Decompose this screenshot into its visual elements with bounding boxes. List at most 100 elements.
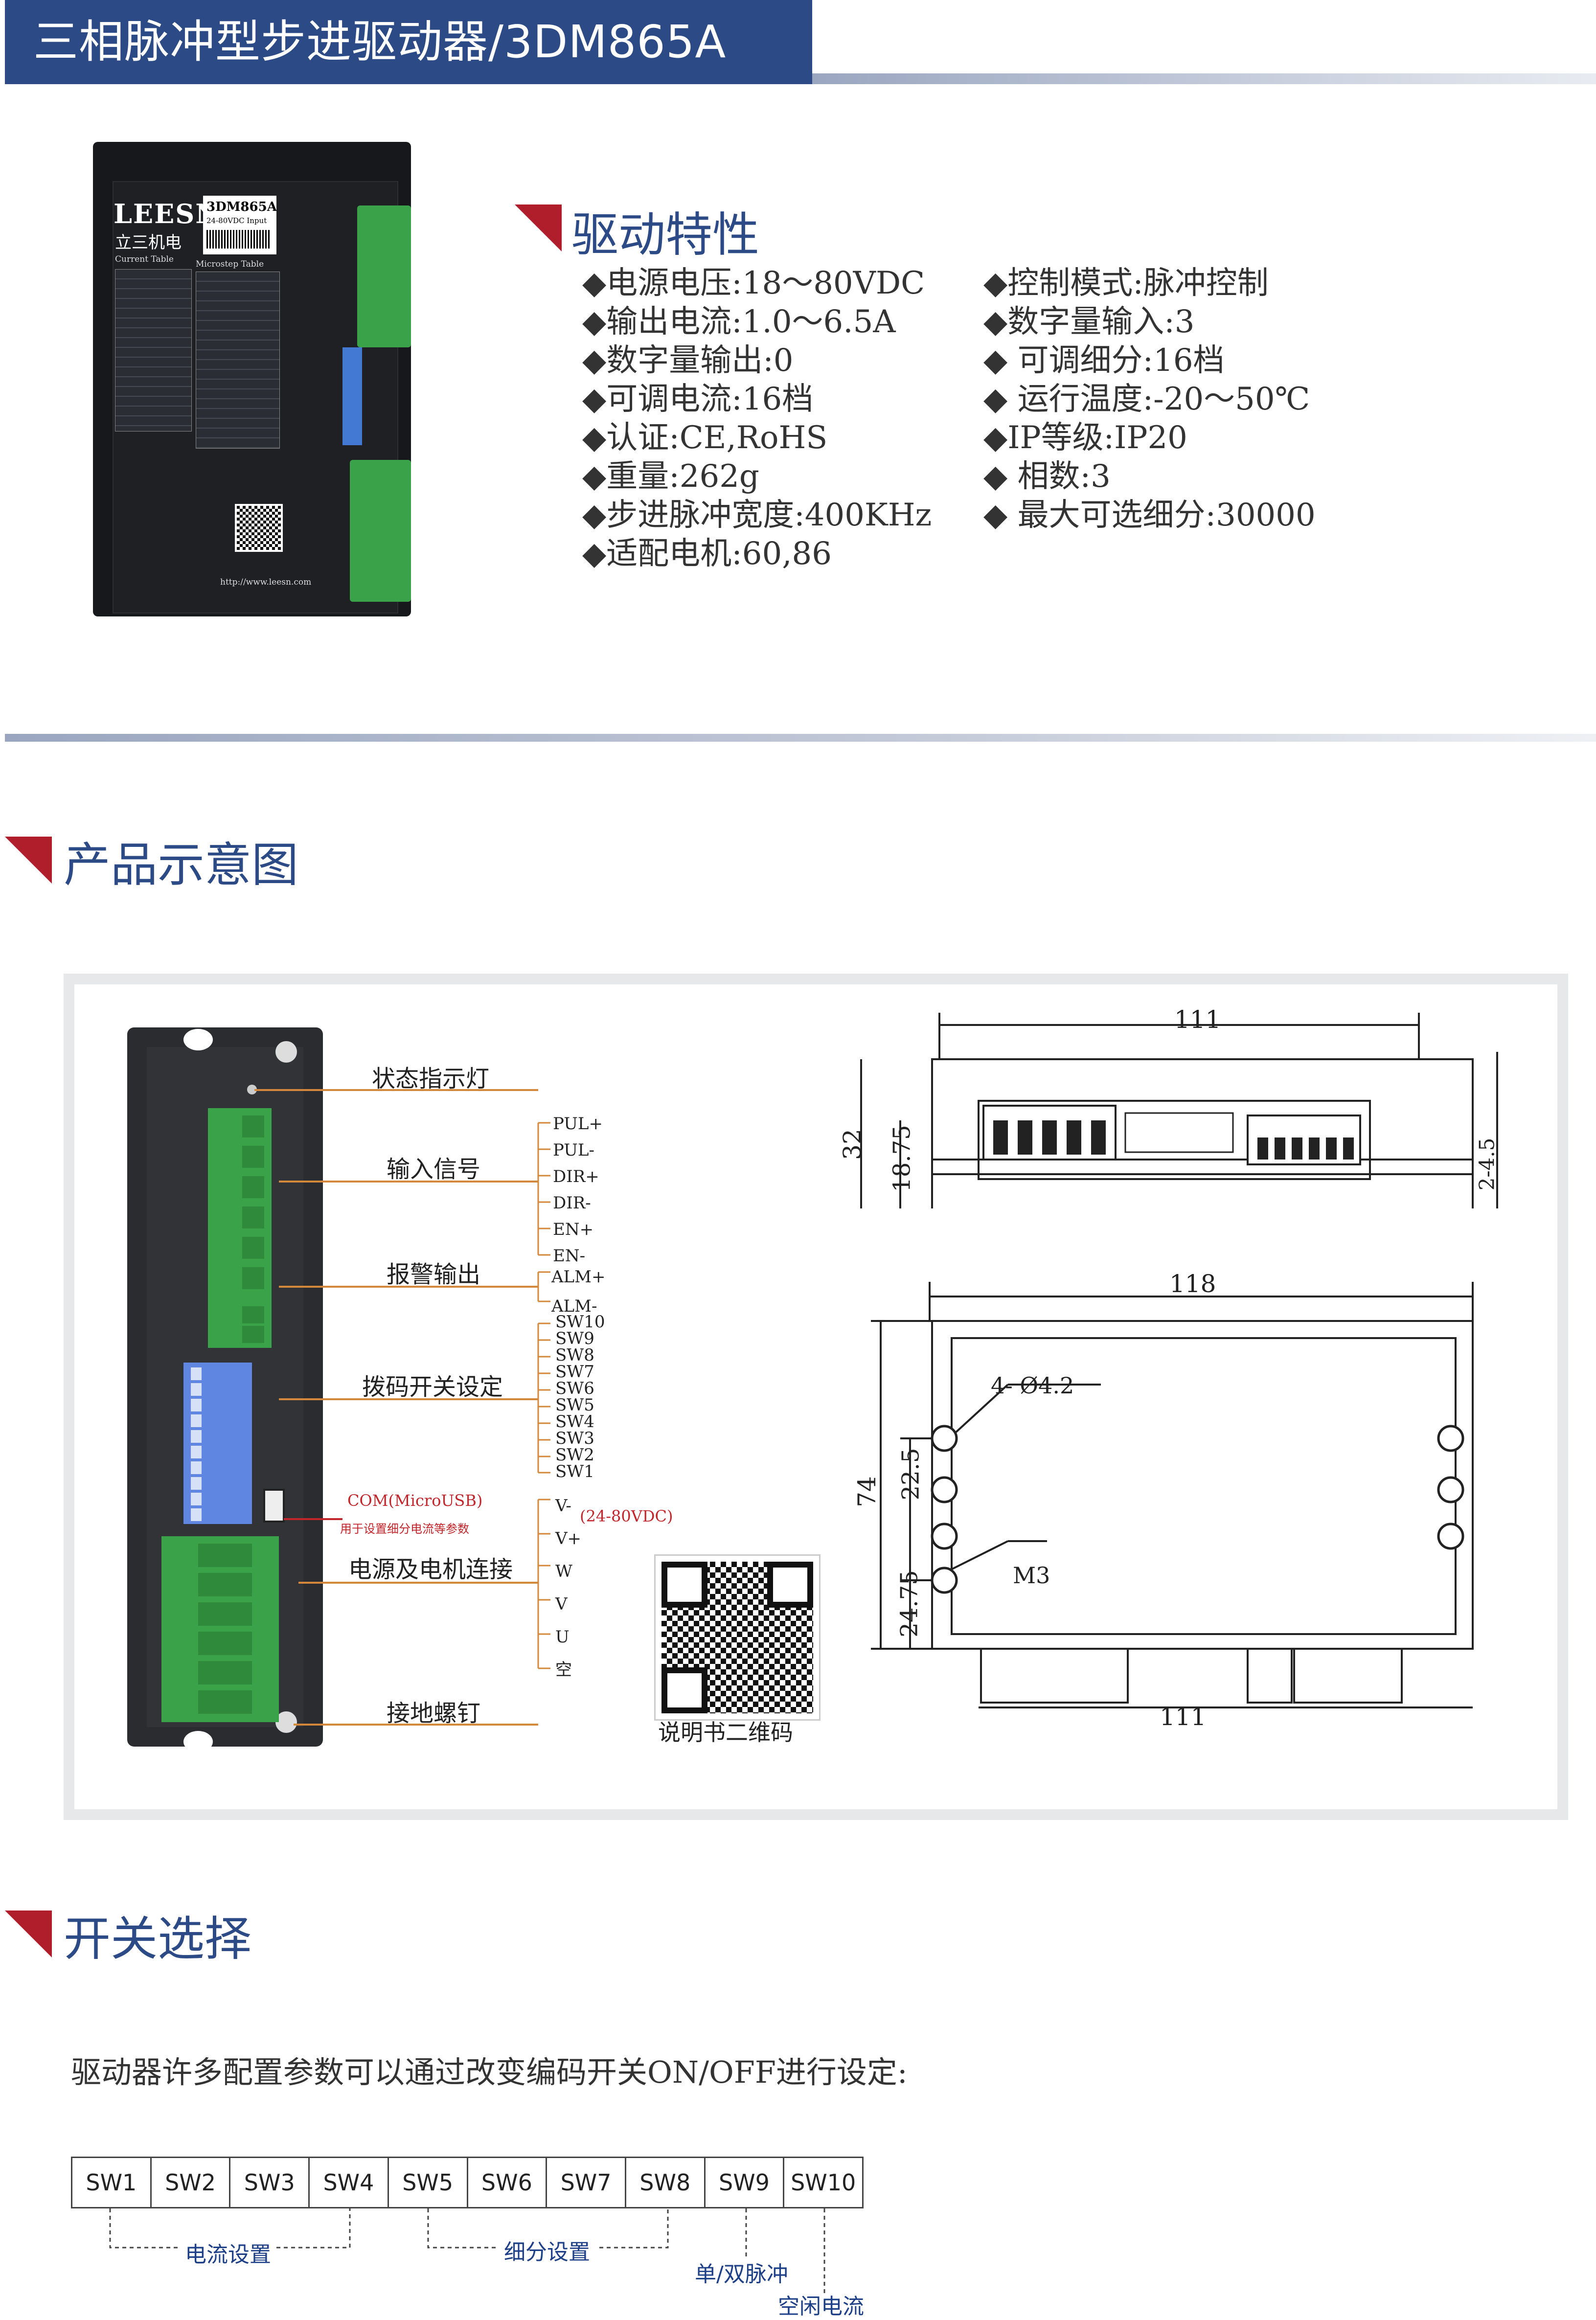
pin-label: SW5: [555, 1395, 594, 1415]
dim-bottom-width: 111: [1160, 1703, 1207, 1731]
qr-code-small: [235, 504, 283, 552]
switch-cell: SW10: [791, 2169, 856, 2196]
label-status-led: 状态指示灯: [372, 1065, 490, 1092]
group-current: 电流设置: [185, 2242, 271, 2267]
feature-item: ◆数字量输入:3: [983, 304, 1195, 340]
features-right: ◆控制模式:脉冲控制 ◆数字量输入:3 ◆ 可调细分:16档 ◆ 运行温度:-2…: [983, 264, 1316, 535]
input-label: 24-80VDC Input: [206, 216, 267, 225]
pin-label: SW7: [555, 1362, 594, 1382]
switch-cell: SW4: [310, 2158, 389, 2207]
pin-label: DIR-: [553, 1193, 591, 1213]
current-table: [115, 269, 192, 432]
pin-label: SW1: [555, 1462, 594, 1481]
switch-cell: SW8: [626, 2158, 706, 2207]
brand-cn: 立三机电: [115, 233, 182, 252]
dim-h245: 2-4.5: [1475, 1137, 1499, 1191]
dim-m3: M3: [1013, 1562, 1050, 1589]
label-com: COM(MicroUSB): [347, 1491, 483, 1510]
dim-h74: 74: [852, 1476, 881, 1507]
microstep-table: [196, 272, 280, 449]
feature-item: ◆步进脉冲宽度:400KHz: [582, 497, 932, 533]
label-alarm-output: 报警输出: [387, 1261, 481, 1288]
input-pins: PUL+ PUL- DIR+ DIR- EN+ EN-: [553, 1111, 603, 1269]
diagram-marker: [5, 837, 52, 884]
features-left: ◆电源电压:18～80VDC ◆输出电流:1.0～6.5A ◆数字量输出:0 ◆…: [582, 264, 932, 573]
feature-item: ◆ 相数:3: [983, 458, 1111, 495]
switch-description: 驱动器许多配置参数可以通过改变编码开关ON/OFF进行设定:: [71, 2054, 908, 2090]
pin-label: DIR+: [553, 1167, 599, 1186]
microstep-table-label: Microstep Table: [196, 259, 264, 269]
pin-label: 空: [555, 1660, 572, 1680]
switch-cell: SW9: [706, 2158, 785, 2207]
pin-label: SW2: [555, 1445, 594, 1465]
feature-item: ◆ 最大可选细分:30000: [983, 497, 1316, 533]
diagram-heading: 产品示意图: [64, 838, 298, 892]
dim-h1875: 18.75: [888, 1125, 916, 1192]
feature-item: ◆可调电流:16档: [582, 381, 814, 417]
pin-label: SW9: [555, 1329, 594, 1348]
current-table-label: Current Table: [115, 254, 174, 264]
pin-label: EN+: [553, 1220, 594, 1239]
dim-hole: 4- Ø4.2: [991, 1372, 1074, 1399]
pin-label: ALM+: [551, 1267, 606, 1287]
page-title: 三相脉冲型步进驱动器/3DM865A: [5, 0, 812, 84]
pin-label: SW4: [555, 1412, 594, 1432]
switch-heading: 开关选择: [64, 1911, 251, 1966]
label-ground: 接地螺钉: [387, 1700, 481, 1727]
pin-label: PUL-: [553, 1140, 594, 1160]
pin-label: V-: [555, 1496, 571, 1516]
feature-item: ◆输出电流:1.0～6.5A: [582, 304, 896, 340]
dimension-top-view: [860, 1013, 1498, 1208]
feature-item: ◆ 可调细分:16档: [983, 342, 1225, 379]
pin-label: SW3: [555, 1429, 594, 1448]
pin-label: EN-: [553, 1246, 586, 1266]
voltage-label: (24-80VDC): [580, 1507, 673, 1525]
url-label: http://www.leesn.com: [220, 577, 312, 587]
switch-cell: SW5: [389, 2158, 468, 2207]
qr-caption: 说明书二维码: [658, 1719, 793, 1746]
switch-cell: SW7: [547, 2158, 626, 2207]
brand-logo: LEESN: [114, 198, 221, 229]
label-input-signal: 输入信号: [387, 1156, 481, 1183]
leader-lines: [254, 1089, 550, 1726]
label-com-note: 用于设置细分电流等参数: [340, 1522, 469, 1536]
switch-cell: SW3: [230, 2158, 310, 2207]
section-separator: [5, 734, 1596, 742]
model-label: 3DM865A: [206, 200, 277, 214]
pin-label: W: [555, 1562, 572, 1581]
dim-h32: 32: [838, 1129, 866, 1160]
driver-photo: LEESN 立三机电 3DM865A 24-80VDC Input Curren…: [93, 142, 411, 616]
switch-cell: SW2: [152, 2158, 231, 2207]
pin-label: SW6: [555, 1379, 594, 1398]
feature-item: ◆IP等级:IP20: [983, 420, 1187, 456]
power-pins: V- V+ W V U 空: [555, 1490, 581, 1686]
alarm-pins: ALM+ ALM-: [551, 1262, 605, 1321]
feature-item: ◆ 运行温度:-20～50℃: [983, 381, 1310, 417]
driver-front-drawing: [127, 1027, 323, 1751]
label-dip-setting: 拨码开关设定: [362, 1373, 503, 1401]
pin-label: SW10: [555, 1312, 605, 1332]
dim-h225: 22.5: [897, 1448, 925, 1501]
pin-label: V: [555, 1594, 568, 1614]
switch-marker: [5, 1911, 52, 1957]
dim-top-width: 111: [1174, 1005, 1221, 1034]
switch-cell: SW6: [468, 2158, 547, 2207]
switch-cell: SW1: [72, 2158, 152, 2207]
features-marker: [515, 205, 562, 251]
feature-item: ◆认证:CE,RoHS: [582, 420, 828, 456]
group-microstep: 细分设置: [504, 2240, 590, 2265]
signal-terminal: [357, 205, 411, 347]
pin-label: V+: [555, 1529, 582, 1548]
pin-label: U: [555, 1627, 570, 1647]
power-terminal: [350, 460, 411, 602]
dim-w118: 118: [1169, 1270, 1216, 1298]
switch-table: SW1 SW2 SW3 SW4 SW5 SW6 SW7 SW8 SW9 SW10: [71, 2157, 864, 2208]
group-pulse: 单/双脉冲: [695, 2262, 788, 2287]
sw-pins: SW10 SW9 SW8 SW7 SW6 SW5 SW4 SW3 SW2 SW1: [555, 1314, 605, 1480]
features-heading: 驱动特性: [571, 207, 759, 262]
dim-h2475: 24.75: [895, 1570, 923, 1638]
pin-label: PUL+: [553, 1114, 603, 1134]
feature-item: ◆数字量输出:0: [582, 342, 794, 379]
title-rule: [812, 73, 1596, 84]
feature-item: ◆重量:262g: [582, 458, 759, 495]
